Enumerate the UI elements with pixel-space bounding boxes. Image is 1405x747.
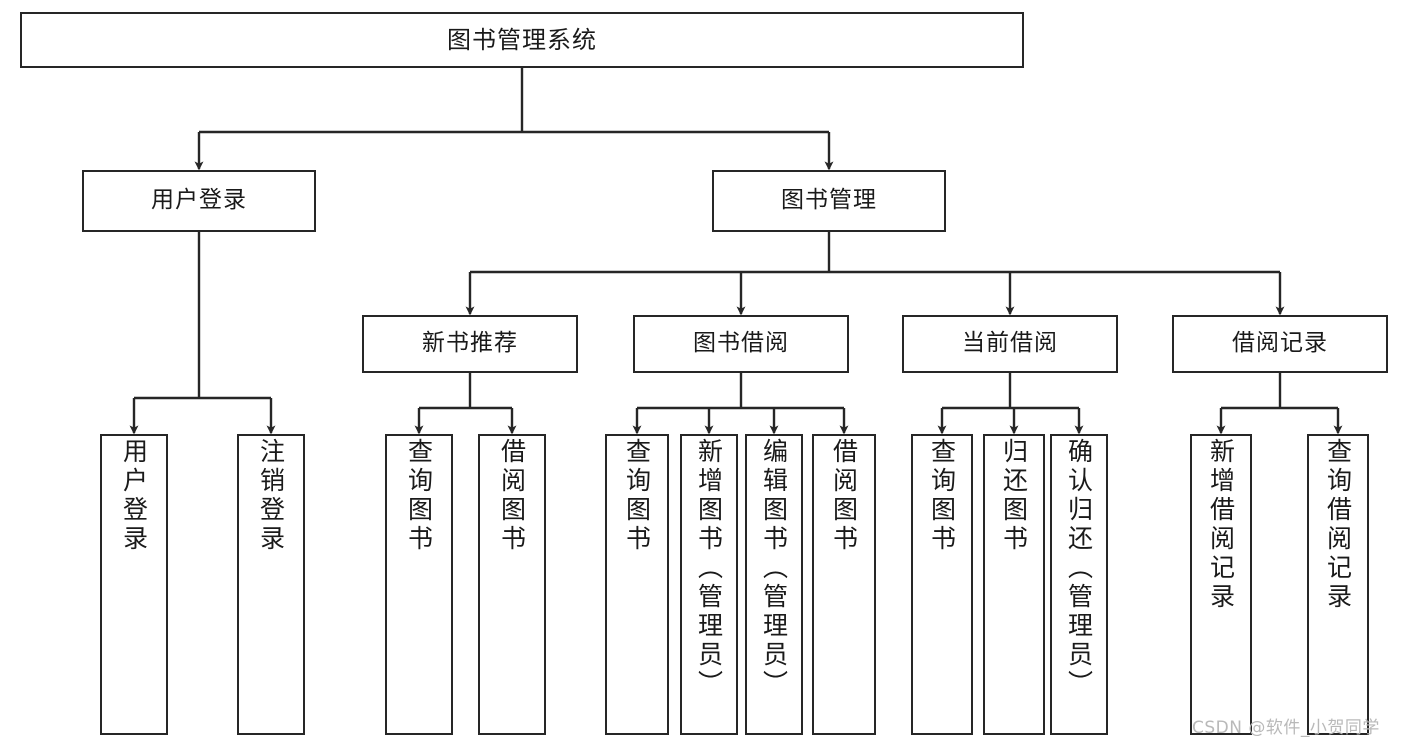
- node-leaf-9[interactable]: 查询图书: [911, 434, 973, 735]
- node-label: 查询借阅记录: [1323, 438, 1353, 612]
- node-leaf-3[interactable]: 查询图书: [385, 434, 453, 735]
- node-label: 新增借阅记录: [1206, 438, 1236, 612]
- node-label: 查询图书: [404, 438, 434, 554]
- node-leaf-11[interactable]: 确认归还（管理员）: [1050, 434, 1108, 735]
- node-leaf-1[interactable]: 用户登录: [100, 434, 168, 735]
- node-current[interactable]: 当前借阅: [902, 315, 1118, 373]
- node-label: 编辑图书（管理员）: [759, 438, 789, 699]
- node-newbook[interactable]: 新书推荐: [362, 315, 578, 373]
- node-root[interactable]: 图书管理系统: [20, 12, 1024, 68]
- node-label: 新增图书（管理员）: [694, 438, 724, 699]
- node-label: 用户登录: [119, 438, 149, 554]
- node-label: 注销登录: [256, 438, 286, 554]
- csdn-watermark: CSDN @软件_小贺同学: [1192, 718, 1380, 738]
- node-leaf-6[interactable]: 新增图书（管理员）: [680, 434, 738, 735]
- node-label: 确认归还（管理员）: [1064, 438, 1094, 699]
- node-records[interactable]: 借阅记录: [1172, 315, 1388, 373]
- node-label: 归还图书: [999, 438, 1029, 554]
- node-label: 借阅图书: [497, 438, 527, 554]
- node-borrow[interactable]: 图书借阅: [633, 315, 849, 373]
- node-leaf-12[interactable]: 新增借阅记录: [1190, 434, 1252, 735]
- node-label: 当前借阅: [962, 330, 1058, 357]
- node-leaf-13[interactable]: 查询借阅记录: [1307, 434, 1369, 735]
- node-label: 图书管理: [781, 187, 877, 214]
- node-label: 查询图书: [927, 438, 957, 554]
- node-label: 用户登录: [151, 187, 247, 214]
- node-login[interactable]: 用户登录: [82, 170, 316, 232]
- node-label: 图书管理系统: [447, 25, 597, 54]
- node-leaf-4[interactable]: 借阅图书: [478, 434, 546, 735]
- node-label: 借阅记录: [1232, 330, 1328, 357]
- node-leaf-10[interactable]: 归还图书: [983, 434, 1045, 735]
- node-leaf-8[interactable]: 借阅图书: [812, 434, 876, 735]
- node-bookmgmt[interactable]: 图书管理: [712, 170, 946, 232]
- node-leaf-2[interactable]: 注销登录: [237, 434, 305, 735]
- node-label: 新书推荐: [422, 330, 518, 357]
- node-label: 查询图书: [622, 438, 652, 554]
- node-label: 借阅图书: [829, 438, 859, 554]
- node-leaf-7[interactable]: 编辑图书（管理员）: [745, 434, 803, 735]
- node-label: 图书借阅: [693, 330, 789, 357]
- node-leaf-5[interactable]: 查询图书: [605, 434, 669, 735]
